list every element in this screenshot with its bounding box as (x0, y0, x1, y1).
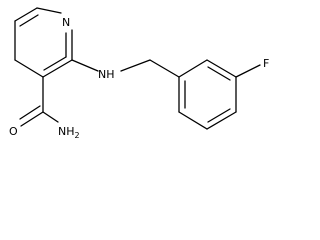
fluorophenyl-ring (178, 59, 261, 130)
amide-nh-text: NH (58, 125, 75, 138)
amide-nh2-label: NH2 (58, 125, 80, 140)
bond (178, 111, 208, 130)
bond (235, 64, 261, 78)
bond (206, 111, 237, 130)
amine-nh-label: NH (98, 68, 115, 81)
bond (42, 111, 59, 123)
bond (14, 7, 38, 22)
bond (36, 7, 62, 14)
amine-linker (71, 59, 180, 78)
bond (178, 59, 208, 78)
amide-nh2-subscript: 2 (75, 131, 80, 140)
amide-group (19, 76, 59, 127)
double-bond (19, 14, 39, 27)
double-bond (43, 56, 67, 71)
bond (206, 59, 237, 78)
double-bond (207, 66, 231, 81)
bond (42, 59, 73, 78)
pyridine-nitrogen-label: N (62, 16, 70, 29)
bond (149, 59, 180, 78)
bond (20, 111, 44, 127)
molecule-diagram: N NH F O NH2 (9, 7, 270, 140)
fluorine-label: F (263, 57, 269, 70)
amide-oxygen-label: O (9, 125, 18, 138)
pyridine-ring (14, 7, 73, 78)
double-bond (19, 105, 41, 120)
bond (71, 59, 99, 72)
bond (120, 59, 151, 72)
bond (14, 59, 44, 78)
double-bond (207, 108, 231, 123)
structure-drawing: N NH F O NH2 (9, 7, 269, 140)
